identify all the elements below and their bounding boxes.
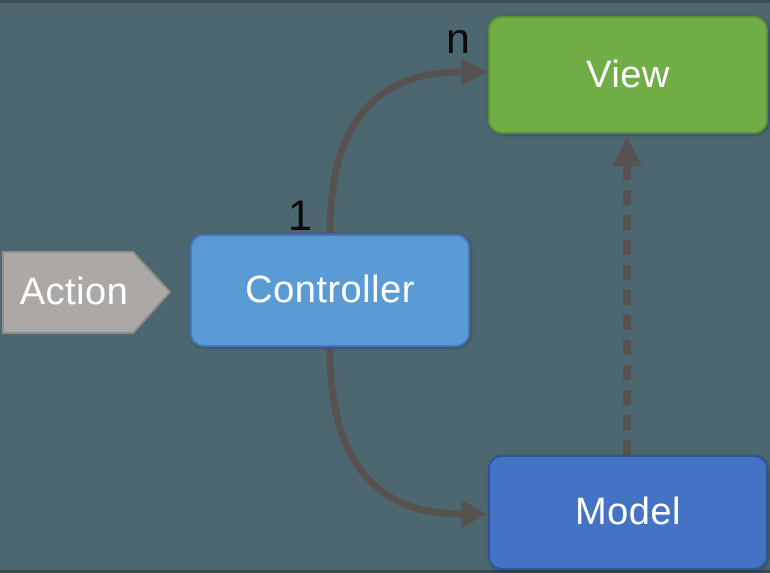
view-node-label: View: [586, 53, 670, 96]
controller-node: Controller: [190, 234, 470, 347]
model-to-view-arrowhead-icon: [612, 137, 642, 166]
controller-to-model-arrow: [326, 348, 462, 518]
model-node: Model: [488, 455, 768, 570]
controller-to-view-arrowhead-icon: [461, 58, 487, 86]
action-label: Action: [19, 271, 129, 313]
bottom-edge-shade: [0, 570, 770, 573]
top-edge-shade: [0, 0, 770, 3]
controller-to-view-arrow: [326, 68, 462, 234]
action-arrow-shape: [2, 251, 172, 334]
multiplicity-one-label: 1: [288, 192, 312, 240]
multiplicity-n-label: n: [446, 15, 470, 63]
controller-to-model-arrowhead-icon: [461, 500, 487, 528]
model-node-label: Model: [575, 491, 681, 533]
view-node: View: [488, 16, 768, 134]
controller-node-label: Controller: [245, 269, 415, 311]
